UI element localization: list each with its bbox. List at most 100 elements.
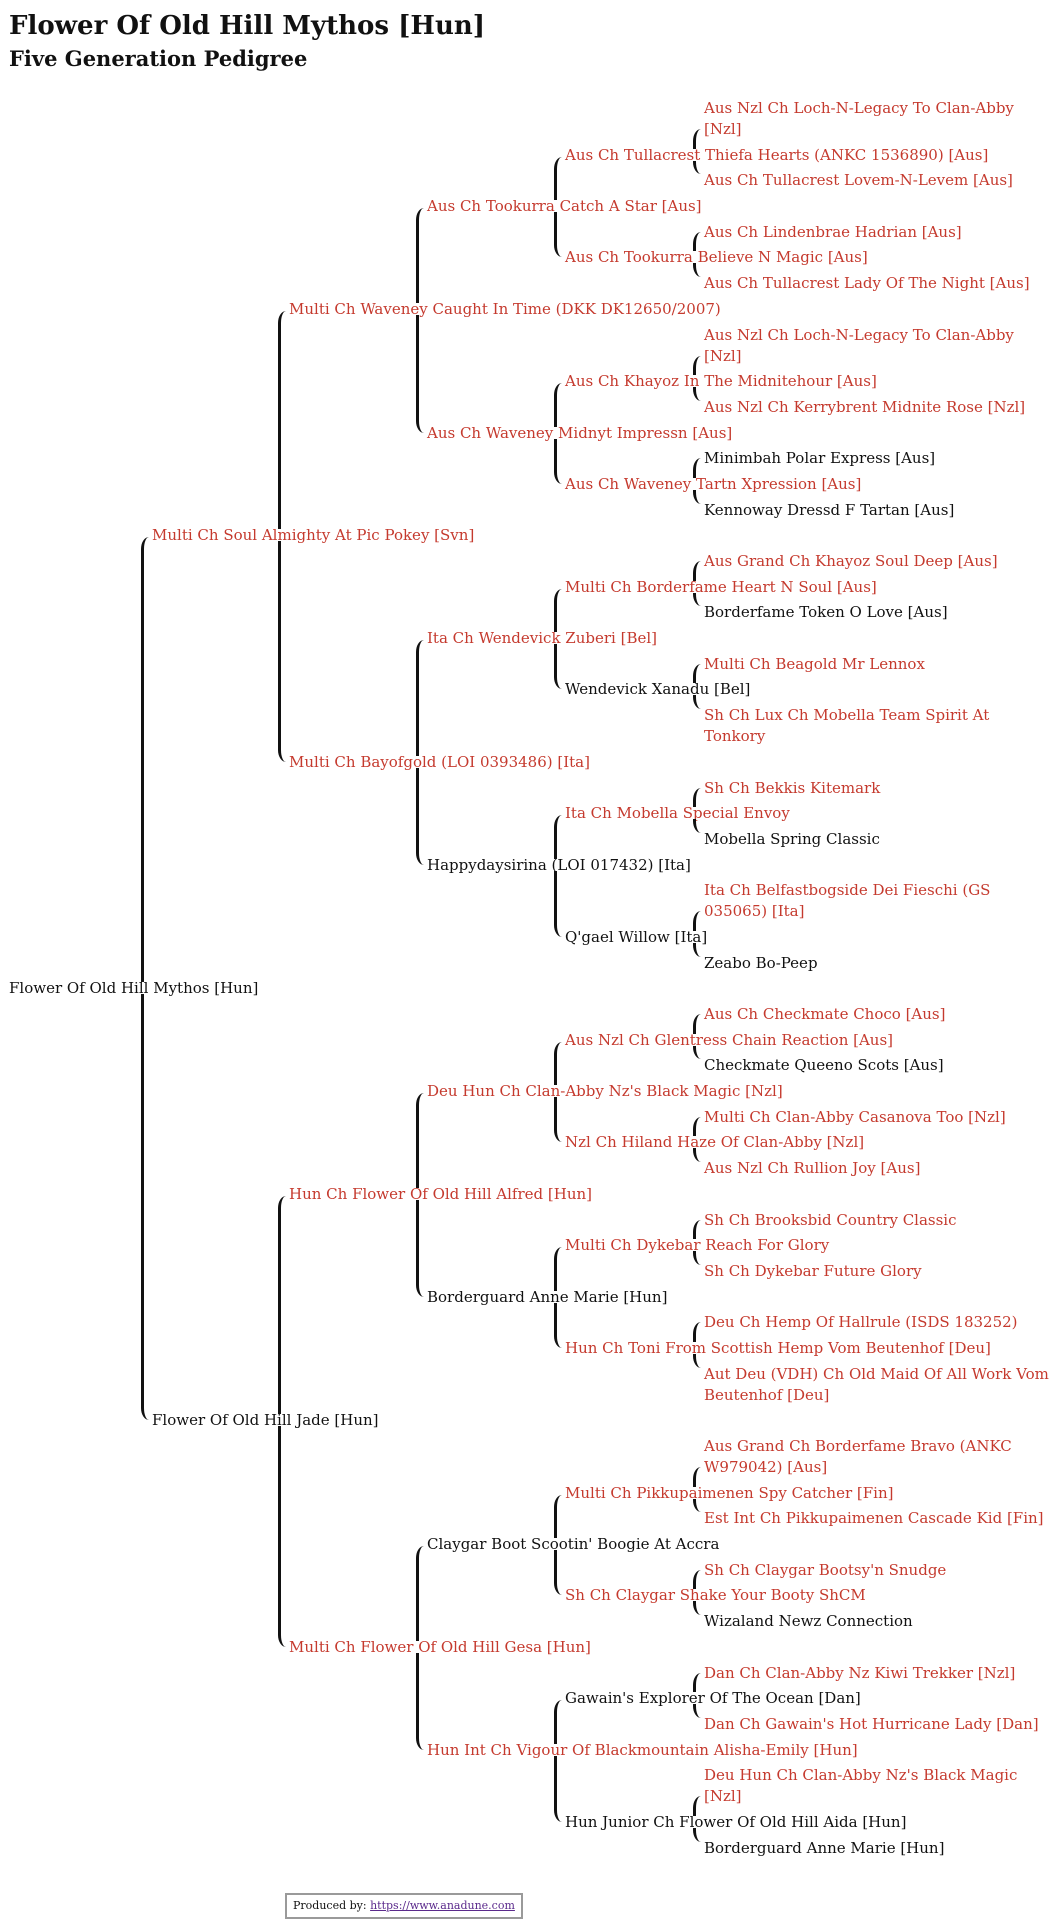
pedigree-entry-gen3: Ita Ch Wendevick Zuberi [Bel]: [427, 628, 1058, 654]
pedigree-entry-gen3: Borderguard Anne Marie [Hun]: [427, 1287, 1058, 1313]
dog-name[interactable]: Checkmate Queeno Scots [Aus]: [704, 1056, 944, 1075]
dog-name[interactable]: Mobella Spring Classic: [704, 829, 880, 848]
dog-name[interactable]: Aus Nzl Ch Rullion Joy [Aus]: [704, 1159, 921, 1178]
dog-name[interactable]: Sh Ch Dykebar Future Glory: [704, 1261, 922, 1280]
dog-name[interactable]: Aus Ch Tullacrest Lady Of The Night [Aus…: [704, 274, 1030, 293]
pedigree-entry-gen5: Mobella Spring Classic: [704, 829, 1058, 855]
dog-name[interactable]: Multi Ch Bayofgold (LOI 0393486) [Ita]: [289, 752, 590, 771]
subject-dog: Flower Of Old Hill Mythos [Hun]: [9, 978, 1058, 1004]
dog-name[interactable]: Aus Ch Tookurra Believe N Magic [Aus]: [565, 248, 868, 267]
dog-name[interactable]: Sh Ch Brooksbid Country Classic: [704, 1210, 957, 1229]
dog-name[interactable]: Sh Ch Lux Ch Mobella Team Spirit At Tonk…: [704, 706, 990, 746]
dog-name[interactable]: Deu Hun Ch Clan-Abby Nz's Black Magic [N…: [427, 1082, 783, 1101]
dog-name[interactable]: Aus Nzl Ch Kerrybrent Midnite Rose [Nzl]: [704, 397, 1026, 416]
pedigree-bracket: [693, 695, 702, 709]
pedigree-entry-gen5: Aus Ch Checkmate Choco [Aus]: [704, 1004, 1058, 1030]
dog-name[interactable]: Dan Ch Gawain's Hot Hurricane Lady [Dan]: [704, 1714, 1039, 1733]
dog-name[interactable]: Deu Hun Ch Clan-Abby Nz's Black Magic [N…: [704, 1766, 1018, 1806]
dog-name[interactable]: Aus Grand Ch Borderfame Bravo (ANKC W979…: [704, 1437, 1012, 1476]
dog-name[interactable]: Borderguard Anne Marie [Hun]: [427, 1287, 668, 1306]
pedigree-bracket: [693, 561, 702, 581]
pedigree-bracket: [554, 1042, 563, 1085]
pedigree-tree: Aus Nzl Ch Loch-N-Legacy To Clan-Abby [N…: [0, 98, 1058, 1863]
dog-name[interactable]: Borderguard Anne Marie [Hun]: [704, 1838, 945, 1857]
dog-name[interactable]: Aus Ch Tullacrest Thiefa Hearts (ANKC 15…: [565, 145, 989, 164]
dog-name[interactable]: Aus Nzl Ch Loch-N-Legacy To Clan-Abby [N…: [704, 325, 1014, 365]
dog-name[interactable]: Minimbah Polar Express [Aus]: [704, 449, 936, 468]
dog-name[interactable]: Zeabo Bo-Peep: [704, 953, 818, 972]
pedigree-entry-gen5: Aus Grand Ch Borderfame Bravo (ANKC W979…: [704, 1436, 1058, 1483]
pedigree-bracket: [416, 315, 425, 433]
dog-name[interactable]: Ita Ch Wendevick Zuberi [Bel]: [427, 629, 658, 648]
dog-name[interactable]: Q'gael Willow [Ita]: [565, 927, 708, 946]
dog-name[interactable]: Aus Ch Khayoz In The Midnitehour [Aus]: [565, 372, 877, 391]
pedigree-entry-gen3: Happydaysirina (LOI 017432) [Ita]: [427, 855, 1058, 881]
pedigree-bracket: [693, 911, 702, 931]
dog-name[interactable]: Multi Ch Flower Of Old Hill Gesa [Hun]: [289, 1637, 591, 1656]
dog-name[interactable]: Flower Of Old Hill Mythos [Hun]: [9, 979, 259, 998]
dog-name[interactable]: Hun Ch Flower Of Old Hill Alfred [Hun]: [289, 1184, 592, 1203]
dog-name[interactable]: Wendevick Xanadu [Bel]: [565, 680, 751, 699]
pedigree-entry-gen5: Ita Ch Belfastbogside Dei Fieschi (GS 03…: [704, 880, 1058, 927]
pedigree-entry-gen4: Aus Nzl Ch Glentress Chain Reaction [Aus…: [565, 1030, 1058, 1056]
dog-name[interactable]: Multi Ch Waveney Caught In Time (DKK DK1…: [289, 299, 721, 318]
pedigree-entry-gen5: Aus Ch Tullacrest Lady Of The Night [Aus…: [704, 273, 1058, 299]
dog-name[interactable]: Borderfame Token O Love [Aus]: [704, 603, 948, 622]
dog-name[interactable]: Wizaland Newz Connection: [704, 1612, 913, 1631]
dog-name[interactable]: Multi Ch Dykebar Reach For Glory: [565, 1236, 830, 1255]
dog-name[interactable]: Multi Ch Beagold Mr Lennox: [704, 654, 925, 673]
pedigree-entry-gen5: Sh Ch Dykebar Future Glory: [704, 1261, 1058, 1287]
dog-name[interactable]: Aus Ch Waveney Tartn Xpression [Aus]: [565, 474, 862, 493]
dog-name[interactable]: Aus Ch Lindenbrae Hadrian [Aus]: [704, 222, 962, 241]
dog-name[interactable]: Aus Grand Ch Khayoz Soul Deep [Aus]: [704, 552, 998, 570]
dog-name[interactable]: Hun Junior Ch Flower Of Old Hill Aida [H…: [565, 1812, 907, 1831]
dog-name[interactable]: Sh Ch Bekkis Kitemark: [704, 778, 881, 797]
pedigree-entry-gen4: Aus Ch Tullacrest Thiefa Hearts (ANKC 15…: [565, 145, 1058, 171]
dog-name[interactable]: Aut Deu (VDH) Ch Old Maid Of All Work Vo…: [704, 1364, 1049, 1404]
pedigree-bracket: [554, 1247, 563, 1291]
dog-name[interactable]: Dan Ch Clan-Abby Nz Kiwi Trekker [Nzl]: [704, 1663, 1016, 1682]
dog-name[interactable]: Flower Of Old Hill Jade [Hun]: [152, 1411, 379, 1430]
dog-name[interactable]: Sh Ch Claygar Bootsy'n Snudge: [704, 1560, 947, 1579]
dog-name[interactable]: Ita Ch Belfastbogside Dei Fieschi (GS 03…: [704, 881, 991, 921]
dog-name[interactable]: Sh Ch Claygar Shake Your Booty ShCM: [565, 1586, 866, 1605]
dog-name[interactable]: Claygar Boot Scootin' Boogie At Accra: [427, 1535, 720, 1554]
pedigree-bracket: [693, 1673, 702, 1692]
dog-name[interactable]: Hun Ch Toni From Scottish Hemp Vom Beute…: [565, 1338, 991, 1357]
pedigree-bracket: [278, 311, 287, 529]
pedigree-entry-gen5: Kennoway Dressd F Tartan [Aus]: [704, 500, 1058, 526]
pedigree-bracket: [416, 1653, 425, 1750]
dog-name[interactable]: Kennoway Dressd F Tartan [Aus]: [704, 500, 955, 519]
dog-name[interactable]: Multi Ch Pikkupaimenen Spy Catcher [Fin]: [565, 1483, 894, 1502]
dog-name[interactable]: Aus Ch Tookurra Catch A Star [Aus]: [427, 197, 702, 216]
dog-name[interactable]: Hun Int Ch Vigour Of Blackmountain Alish…: [427, 1740, 858, 1759]
dog-name[interactable]: Multi Ch Clan-Abby Casanova Too [Nzl]: [704, 1107, 1006, 1126]
pedigree-bracket: [693, 161, 702, 174]
pedigree-bracket: [554, 1495, 563, 1538]
pedigree-entry-gen5: Deu Ch Hemp Of Hallrule (ISDS 183252): [704, 1312, 1058, 1338]
dog-name[interactable]: Multi Ch Borderfame Heart N Soul [Aus]: [565, 577, 877, 596]
pedigree-entry-gen5: Aut Deu (VDH) Ch Old Maid Of All Work Vo…: [704, 1364, 1058, 1411]
pedigree-entry-gen4: Multi Ch Borderfame Heart N Soul [Aus]: [565, 577, 1058, 603]
dog-name[interactable]: Gawain's Explorer Of The Ocean [Dan]: [565, 1689, 861, 1708]
pedigree-bracket: [693, 1570, 702, 1589]
pedigree-bracket: [693, 1148, 702, 1162]
dog-name[interactable]: Happydaysirina (LOI 017432) [Ita]: [427, 855, 691, 874]
credit-link[interactable]: https://www.anadune.com: [370, 1899, 515, 1912]
pedigree-entry-gen5: Dan Ch Gawain's Hot Hurricane Lady [Dan]: [704, 1714, 1058, 1740]
dog-name[interactable]: Deu Ch Hemp Of Hallrule (ISDS 183252): [704, 1313, 1018, 1332]
pedigree-bracket: [693, 1704, 702, 1718]
pedigree-bracket: [416, 1093, 425, 1188]
pedigree-entry-gen5: Sh Ch Brooksbid Country Classic: [704, 1210, 1058, 1236]
dog-name[interactable]: Aus Nzl Ch Glentress Chain Reaction [Aus…: [565, 1030, 894, 1049]
dog-name[interactable]: Ita Ch Mobella Special Envoy: [565, 804, 790, 823]
dog-name[interactable]: Aus Ch Tullacrest Lovem-N-Levem [Aus]: [704, 171, 1013, 190]
dog-name[interactable]: Est Int Ch Pikkupaimenen Cascade Kid [Fi…: [704, 1509, 1044, 1528]
dog-name[interactable]: Aus Ch Checkmate Choco [Aus]: [704, 1005, 946, 1023]
pedigree-bracket: [278, 541, 287, 762]
dog-name[interactable]: Aus Nzl Ch Loch-N-Legacy To Clan-Abby [N…: [704, 99, 1014, 138]
dog-name[interactable]: Nzl Ch Hiland Haze Of Clan-Abby [Nzl]: [565, 1133, 865, 1152]
dog-name[interactable]: Aus Ch Waveney Midnyt Impressn [Aus]: [427, 423, 733, 442]
dog-name[interactable]: Multi Ch Soul Almighty At Pic Pokey [Svn…: [152, 526, 475, 545]
pedigree-bracket: [554, 871, 563, 937]
